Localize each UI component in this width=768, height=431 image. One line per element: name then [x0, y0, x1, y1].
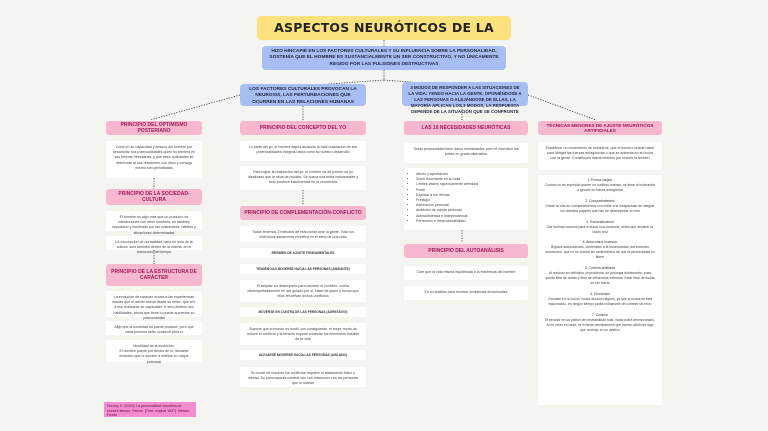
principle-complementacion-header: PRINCIPIO DE COMPLEMENTACIÓN-CONFLICTO	[240, 206, 366, 220]
principle-estructura-text-a: La evolución de carácter ocurre a las ex…	[106, 291, 202, 320]
subheading-alejarse: ALEJARSE MOVERSE HACIA LAS PERSONAS (AIS…	[240, 350, 366, 360]
technique-title: 4. Autocontrol excesivo	[582, 240, 618, 245]
technique-title: 6. Elusividad	[590, 291, 610, 296]
tecnicas-header: TÉCNICAS MENORES DE AJUSTE NEURÓTICOS AR…	[538, 121, 662, 135]
principle-sociedad-text-a: El hombre es algo más que un producto de…	[106, 211, 202, 235]
necesidades-header: LAS 10 NECESIDADES NEURÓTICAS	[404, 121, 528, 135]
subheading-hacia: TENDENCIAS MOVERSE HACIA LAS PERSONAS (A…	[240, 264, 366, 274]
technique-text: Al resolver en definitiva un problema, s…	[545, 271, 655, 285]
technique-title: 5. Certeza arbitraria	[585, 266, 615, 271]
branch-right-box: 3 MODOS DE RESPONDER A LAS SITUACIONES D…	[402, 82, 528, 114]
page-title: ASPECTOS NEURÓTICOS DE LA CONDUCTA HUMAN…	[257, 16, 511, 59]
necesidades-list: Afecto y aprobaciónSocio dominante en su…	[404, 168, 528, 230]
need-item: Autosuficiencia e independencia	[416, 214, 522, 219]
principle-yo-text-b: Para lograr la realización del yo, el ho…	[240, 166, 366, 190]
principle-yo-header: PRINCIPIO DEL CONCEPTO DEL YO	[240, 121, 366, 135]
subheading-regimen: RÉGIMEN DE AJUSTE FUNDAMENTALES	[240, 248, 366, 258]
contra-text: Supone que el mundo es hostil, por consi…	[240, 323, 366, 345]
technique-text: Dar buenas razones para excusar una cond…	[547, 224, 653, 234]
subheading-contra: MOVERSE EN CONTRA DE LAS PERSONAS (AGRES…	[240, 307, 366, 317]
principle-estructura-text-c: Movilidad de la evolución: El hombre pue…	[106, 340, 202, 364]
reference-note: Horney, K. (2003). La personalidad neuró…	[104, 402, 196, 417]
principle-sociedad-header: PRINCIPIO DE LA SOCIEDAD-CULTURA	[106, 189, 202, 205]
technique-text: Consiste en no tomar nunca decisión algu…	[547, 296, 653, 306]
technique-title: 2. Compartimientos	[585, 198, 615, 203]
branch-left-box: LOS FACTORES CULTURALES PROVOCAN LA NEUR…	[240, 84, 366, 106]
principle-sociedad-text-b: La concepción de normalidad varía no sol…	[106, 236, 202, 254]
intro-box: HIZO HINCAPIÉ EN LOS FACTORES CULTURALES…	[262, 46, 506, 70]
need-item: Afecto y aprobación	[416, 172, 522, 177]
need-item: Poder	[416, 188, 522, 193]
need-item: Límites vitales rígurosamente definidos	[416, 182, 522, 187]
autoanalisis-text-a: Cree que la vida misma equilibrada a la …	[404, 266, 528, 280]
principle-yo-text-a: Lo parte del yo, el hombre aspira alcanz…	[240, 141, 366, 161]
alejarse-text: Su modo de resolver los conflictos requi…	[240, 367, 366, 387]
tecnicas-intro: Establecer un movimiento de esfuerzos, q…	[538, 142, 662, 170]
principle-optimismo-text: Creía en su capacidad y deseos del hombr…	[106, 141, 202, 178]
technique-text: Cuando no es impedido querer un conflict…	[544, 182, 656, 192]
need-item: Admiración personal	[416, 203, 522, 208]
technique-text: El perador en un patrón de inevitabilida…	[545, 317, 655, 332]
principle-estructura-text-b: Algo que la sociedad no puede producir, …	[106, 321, 202, 335]
autoanalisis-header: PRINCIPIO DEL AUTOANÁLISIS	[404, 244, 528, 258]
need-item: Prestigio	[416, 198, 522, 203]
principle-optimismo-header: PRINCIPIO DEL OPTIMISMO POSTERIANO	[106, 121, 202, 135]
need-item: Socio dominante en su vida	[416, 177, 522, 182]
principle-estructura-header: PRINCIPIO DE LA ESTRUCTURA DE CARÁCTER	[106, 264, 202, 286]
need-item: Perfección e irreproachabilidad	[416, 219, 522, 224]
technique-title: 7. Cinismo	[591, 312, 609, 317]
hacia-text: El ampliar su desempeño para resolver el…	[240, 280, 366, 302]
technique-title: 3. Racionalización	[586, 219, 614, 224]
need-item: Ambición de mérito personal	[416, 208, 522, 213]
necesidades-intro: Todas personalidad tiene datos necesidad…	[404, 143, 528, 163]
autoanalisis-text-b: En su análisis para resolver problemas e…	[404, 286, 528, 300]
technique-text: Divide la vida en compartimientos con do…	[545, 203, 655, 213]
need-item: Explotar a los demás	[416, 193, 522, 198]
principle-complementacion-text: Todos tenemos 3 métodos de reaccionar an…	[240, 226, 366, 242]
technique-text: Rígidos autocontroles, contenidos a la i…	[545, 245, 655, 260]
technique-title: 1.Puntos ciegos	[587, 178, 613, 182]
